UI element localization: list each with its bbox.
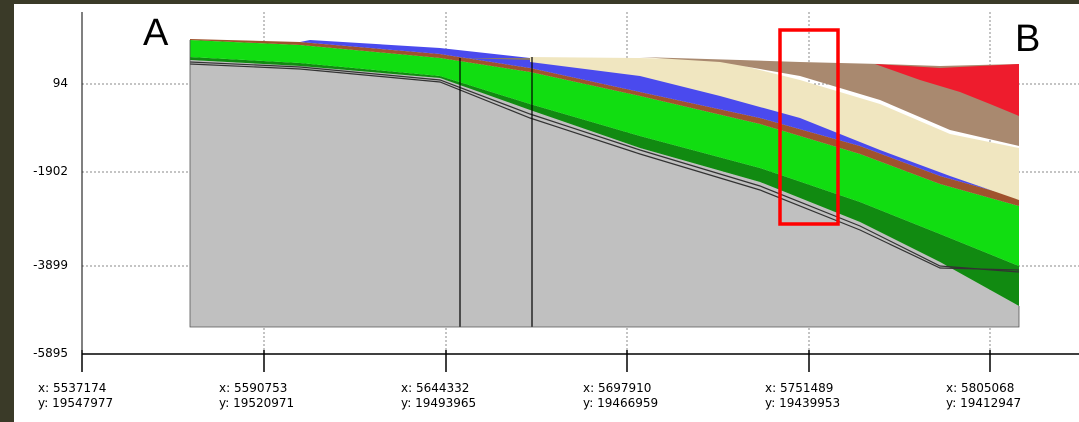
x-tick-coord-x: x: 5805068	[946, 381, 1015, 395]
x-tick-coord-x: x: 5590753	[219, 381, 288, 395]
x-tick-coord-y: y: 19493965	[401, 396, 477, 410]
y-tick-label: -1902	[33, 164, 68, 178]
fault-lines	[189, 40, 1020, 328]
cream-layer	[530, 57, 1019, 200]
y-tick-label: -3899	[33, 258, 68, 272]
x-tick-coord-y: y: 19466959	[583, 396, 659, 410]
x-tick-coord-y: y: 19520971	[219, 396, 295, 410]
x-tick-coord-y: y: 19439953	[765, 396, 841, 410]
profile-end-label: B	[1015, 18, 1041, 60]
x-tick-coord-x: x: 5751489	[765, 381, 834, 395]
y-tick-label: -5895	[33, 346, 68, 360]
geological-layers	[189, 39, 1020, 327]
basement-layer	[190, 60, 1019, 327]
highlight-box	[778, 28, 840, 226]
profile-start-label: A	[143, 12, 169, 54]
x-tick-coord-x: x: 5697910	[583, 381, 652, 395]
x-tick-coord-y: y: 19547977	[38, 396, 114, 410]
x-tick-coord-y: y: 19412947	[946, 396, 1022, 410]
bright-green-layer	[190, 40, 1019, 266]
x-axis	[81, 12, 1079, 372]
red-layer	[875, 64, 1019, 116]
highlight-rectangle	[778, 28, 840, 226]
section-outline	[189, 40, 1020, 328]
y-tick-label: 94	[52, 76, 68, 90]
layer-contour-line	[189, 61, 1020, 273]
x-tick-coord-x: x: 5644332	[401, 381, 470, 395]
x-tick-coord-x: x: 5537174	[38, 381, 107, 395]
layer-contour-line	[189, 63, 1020, 271]
